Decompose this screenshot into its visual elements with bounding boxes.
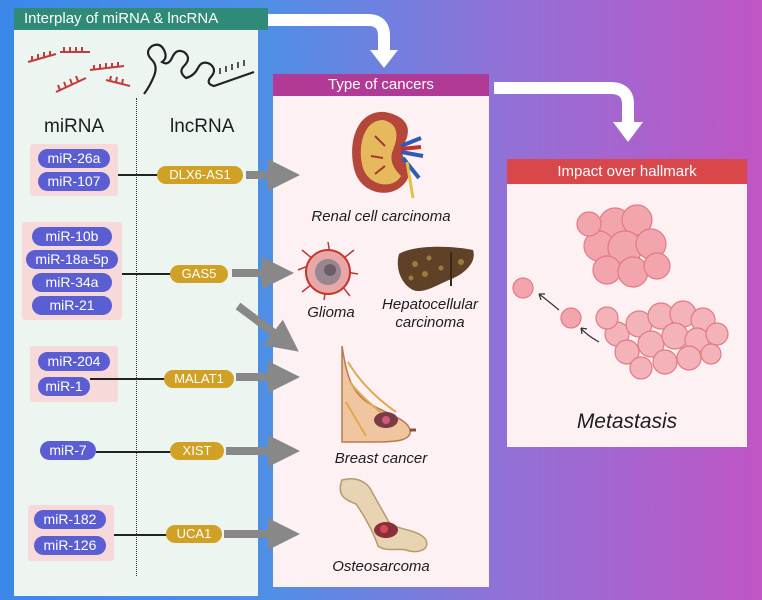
hallmark-label-metastasis: Metastasis: [576, 410, 678, 433]
mirna-pill: miR-107: [38, 172, 110, 191]
arrow-left-to-middle: [268, 14, 390, 52]
mirna-pill: miR-18a-5p: [26, 250, 118, 269]
mirna-pill: miR-126: [34, 536, 106, 555]
bone-icon: [339, 478, 428, 553]
hallmark-panel-title: Impact over hallmark: [507, 159, 747, 184]
cancer-label-hepatocellular: Hepatocellular carcinoma: [382, 296, 478, 331]
connector-line: [114, 534, 168, 536]
mirna-pill: miR-204: [38, 352, 110, 371]
lncrna-pill: GAS5: [170, 265, 228, 283]
mirna-pill: miR-182: [34, 510, 106, 529]
cancer-label-renal: Renal cell carcinoma: [311, 208, 451, 225]
left-panel-title: Interplay of miRNA & lncRNA: [14, 8, 268, 30]
lncrna-pill: MALAT1: [164, 370, 234, 388]
mirna-pill: miR-26a: [38, 149, 110, 168]
connector-line: [96, 451, 172, 453]
mirna-strands-icon: [27, 47, 131, 93]
cancer-label-breast: Breast cancer: [334, 450, 428, 467]
cancer-label-glioma: Glioma: [307, 304, 355, 321]
mirna-pill: miR-21: [32, 296, 112, 315]
mirna-pill: miR-7: [40, 441, 96, 460]
arrow-to-breast-from-gas5: [235, 302, 299, 352]
mirna-column-header: miRNA: [44, 116, 105, 137]
metastasis-cells-icon: [512, 204, 729, 380]
connector-line: [90, 378, 166, 380]
glioma-tumor-icon: [297, 241, 359, 301]
arrow-middle-to-right: [494, 82, 634, 124]
breast-icon: [341, 345, 416, 443]
cancer-label-osteosarcoma: Osteosarcoma: [332, 558, 430, 575]
mirna-pill: miR-34a: [32, 273, 112, 292]
lncrna-pill: UCA1: [166, 525, 222, 543]
lncrna-column-header: lncRNA: [170, 116, 235, 137]
connector-line: [122, 273, 178, 275]
lncrna-pill: XIST: [170, 442, 224, 460]
liver-icon: [397, 246, 474, 292]
connector-line: [118, 174, 158, 176]
lncrna-pill: DLX6-AS1: [157, 166, 243, 184]
mirna-pill: miR-10b: [32, 227, 112, 246]
kidney-icon: [352, 111, 424, 199]
cancer-panel-title: Type of cancers: [273, 74, 489, 96]
column-divider: [136, 98, 137, 576]
lncrna-hairpin-icon: [143, 43, 255, 95]
mirna-pill: miR-1: [38, 377, 90, 396]
